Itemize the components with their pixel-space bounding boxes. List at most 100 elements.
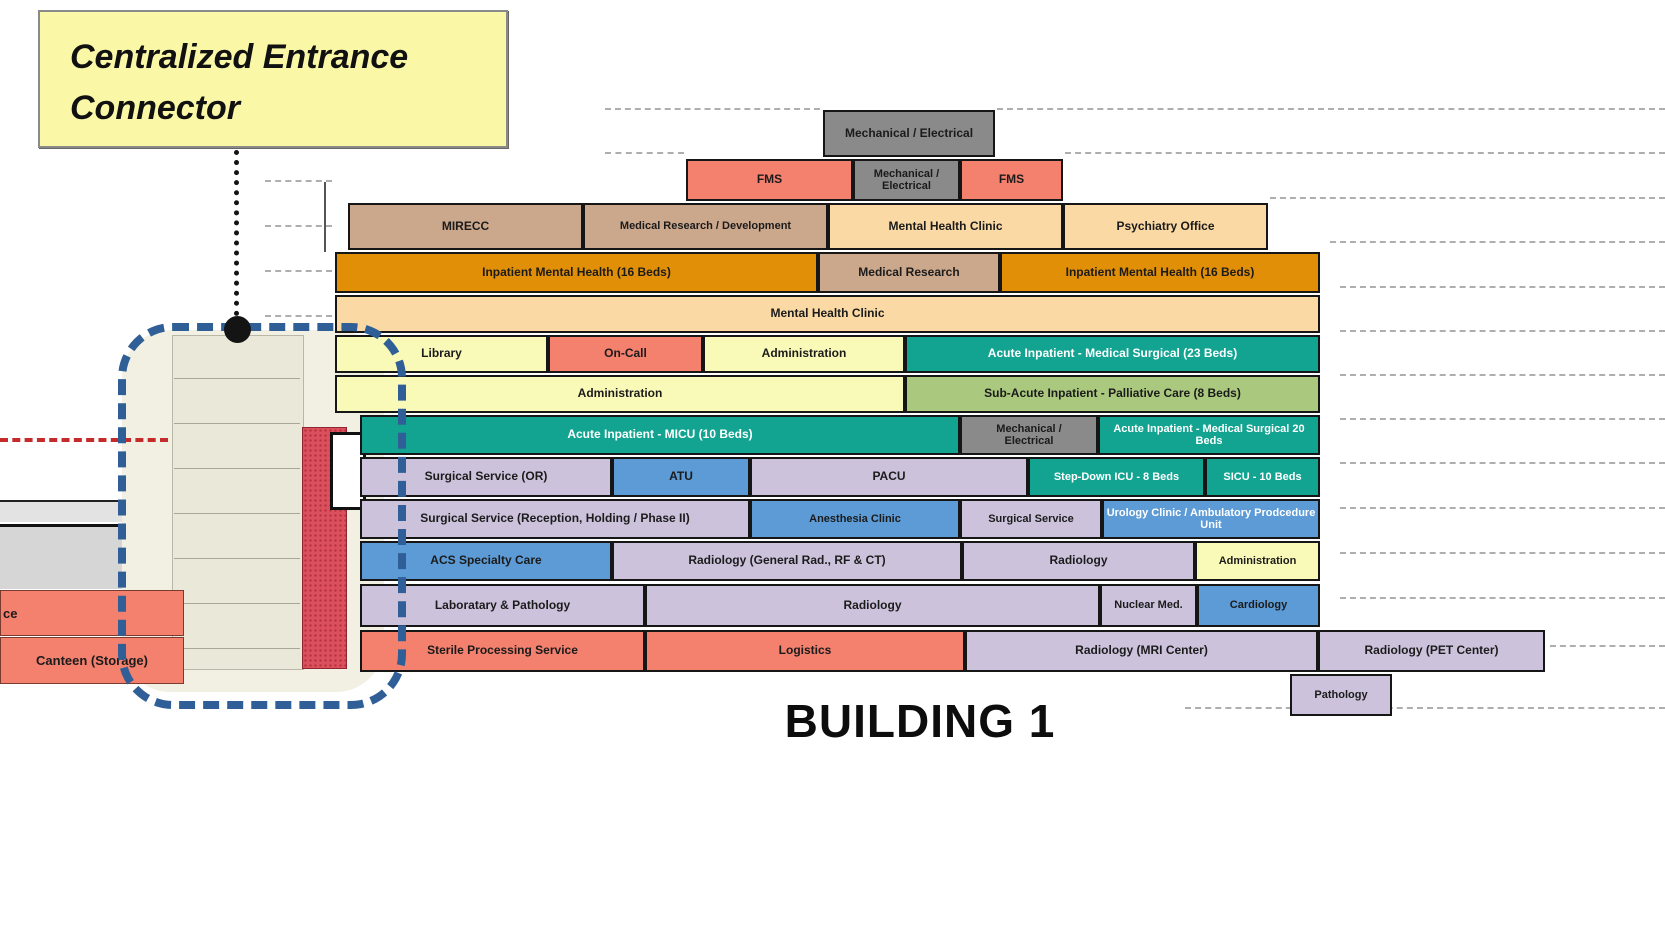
floor-segment: Medical Research — [818, 252, 1000, 293]
gridline-dash — [997, 108, 1665, 110]
floor-segment-label: FMS — [756, 172, 783, 187]
gridline-dash — [1340, 418, 1665, 420]
floor-segment-label: Library — [421, 346, 462, 361]
floor-row: Mechanical / Electrical — [823, 110, 995, 157]
floor-segment-label: ATU — [669, 469, 693, 484]
callout-text: Centralized Entrance Connector — [70, 38, 409, 127]
floor-row: Inpatient Mental Health (16 Beds) Medical… — [335, 252, 1320, 293]
floor-segment: Acute Inpatient - MICU (10 Beds) — [360, 415, 960, 455]
floor-segment-label: Radiology (MRI Center) — [1075, 643, 1208, 658]
floor-segment: FMS — [686, 159, 853, 201]
gridline-dash — [265, 315, 332, 317]
gridline-dash — [1340, 330, 1665, 332]
gridline-dash — [1340, 286, 1665, 288]
gridline-dash — [1330, 241, 1665, 243]
building-title: BUILDING 1 — [784, 695, 1056, 747]
gridline-dash — [605, 108, 820, 110]
floor-segment: Radiology (MRI Center) — [965, 630, 1318, 672]
floor-segment-label: Administration — [761, 346, 847, 361]
floor-segment-label: Medical Research / Development — [619, 220, 792, 233]
floor-segment: Nuclear Med. — [1100, 584, 1197, 627]
floor-segment-label: Pathology — [1314, 688, 1368, 701]
connector-floor-line — [174, 603, 300, 604]
gridline-dash — [605, 152, 684, 154]
floor-segment: Psychiatry Office — [1063, 203, 1268, 250]
floor-segment-label: Mechanical / Electrical — [996, 422, 1062, 447]
floor-segment: Mechanical / Electrical — [853, 159, 960, 201]
floor-segment-label: Administration — [1218, 554, 1297, 567]
gridline-dash — [1340, 462, 1665, 464]
gridline-dash — [1340, 552, 1665, 554]
entrance-connector-highlight — [118, 323, 406, 709]
floor-segment: Logistics — [645, 630, 965, 672]
floor-segment: ATU — [612, 457, 750, 497]
floor-segment: Medical Research / Development — [583, 203, 828, 250]
floor-segment-label: Surgical Service — [988, 512, 1074, 525]
floor-segment: Acute Inpatient - Medical Surgical (23 B… — [905, 335, 1320, 373]
floor-segment: Inpatient Mental Health (16 Beds) — [1000, 252, 1320, 293]
floor-segment: Pathology — [1290, 674, 1392, 716]
floor-segment: On-Call — [548, 335, 703, 373]
gridline-dash — [1270, 197, 1665, 199]
left-fragment-gray-lower — [0, 524, 122, 589]
floor-segment: Radiology (General Rad., RF & CT) — [612, 541, 962, 581]
floor-segment: Administration — [703, 335, 905, 373]
floor-segment-label: Radiology (General Rad., RF & CT) — [688, 553, 886, 568]
gridline-dash — [1065, 152, 1665, 154]
floor-segment: MIRECC — [348, 203, 583, 250]
floor-segment: Administration — [1195, 541, 1320, 581]
floor-row: Pathology — [1290, 674, 1392, 716]
floor-segment-label: Mechanical / Electrical — [873, 167, 940, 192]
building-edge-line — [324, 182, 326, 252]
callout-leader-line — [234, 150, 239, 316]
connector-floor-line — [174, 423, 300, 424]
floor-segment: Mechanical / Electrical — [823, 110, 995, 157]
connector-floor-line — [174, 513, 300, 514]
floor-segment: Administration — [335, 375, 905, 413]
floor-segment-label: Step-Down ICU - 8 Beds — [1053, 470, 1180, 483]
floor-segment-label: Sub-Acute Inpatient - Palliative Care (8… — [984, 386, 1241, 401]
floor-segment-label: Mental Health Clinic — [888, 218, 1003, 233]
floor-segment-label: MIRECC — [441, 218, 490, 233]
left-fragment-partial: ce — [0, 590, 184, 636]
floor-row: Library On-Call Administration Acute Inpati… — [335, 335, 1320, 373]
floor-segment-label: Psychiatry Office — [1116, 218, 1215, 233]
red-dashed-line — [0, 438, 168, 442]
left-fragment-gray-upper — [0, 500, 122, 522]
floor-segment-label: Nuclear Med. — [1114, 599, 1183, 612]
floor-segment: Mental Health Clinic — [335, 295, 1320, 333]
gridline-dash — [1340, 507, 1665, 509]
floor-segment-label: Acute Inpatient - Medical Surgical (23 B… — [987, 346, 1238, 361]
connector-floor-line — [174, 558, 300, 559]
floor-row: ACS Specialty Care Radiology (General Rad… — [360, 541, 1320, 581]
floor-segment: Sterile Processing Service — [360, 630, 645, 672]
floor-row: Sterile Processing Service Logistics Radio… — [360, 630, 1545, 672]
floor-segment: Mechanical / Electrical — [960, 415, 1098, 455]
callout-anchor-dot — [224, 316, 251, 343]
floor-segment-label: ACS Specialty Care — [430, 553, 542, 568]
connector-floor-line — [174, 468, 300, 469]
floor-segment-label: Medical Research — [858, 264, 960, 279]
floor-segment: Mental Health Clinic — [828, 203, 1063, 250]
floor-segment-label: Mental Health Clinic — [770, 306, 885, 321]
floor-segment: Acute Inpatient - Medical Surgical 20 Be… — [1098, 415, 1320, 455]
gridline-dash — [1550, 645, 1665, 647]
floor-segment-label: Surgical Service (OR) — [424, 469, 548, 484]
floor-segment-label: Logistics — [778, 643, 832, 658]
floor-segment: Radiology (PET Center) — [1318, 630, 1545, 672]
floor-segment-label: Sterile Processing Service — [427, 643, 578, 658]
floor-row: MIRECC Medical Research / Development Ment… — [348, 203, 1268, 250]
callout-box: Centralized Entrance Connector — [38, 10, 508, 148]
floor-segment: Surgical Service (Reception, Holding / P… — [360, 499, 750, 539]
floor-segment-label: Mechanical / Electrical — [844, 125, 974, 140]
floor-row: Acute Inpatient - MICU (10 Beds) Mechanic… — [360, 415, 1320, 455]
floor-row: Administration Sub-Acute Inpatient - Pall… — [335, 375, 1320, 413]
floor-segment-label: Radiology — [843, 597, 902, 612]
floor-segment-label: PACU — [872, 469, 906, 484]
floor-segment: PACU — [750, 457, 1028, 497]
floor-segment-label: Urology Clinic / Ambulatory Prodcedure U… — [1106, 506, 1316, 531]
floor-row: Surgical Service (OR) ATU PACU Step-Down IC… — [360, 457, 1320, 497]
